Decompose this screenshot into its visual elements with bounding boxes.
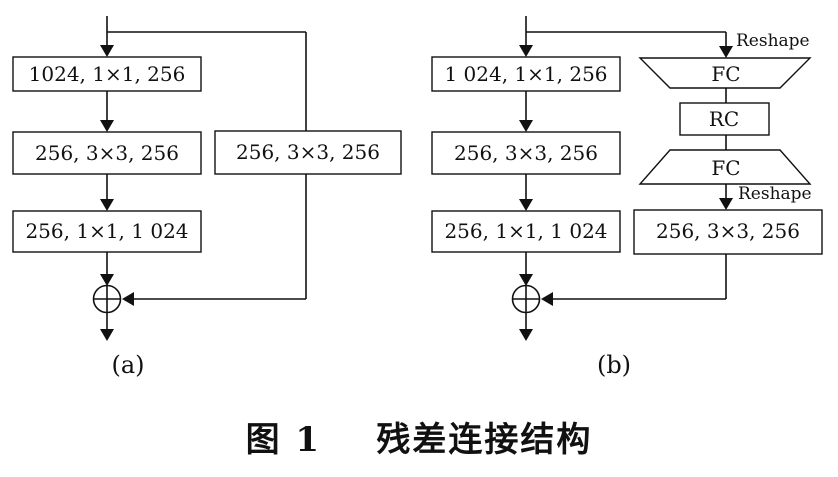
a-arrow-into-adder [100, 274, 114, 286]
b-adder-symbol [511, 284, 541, 314]
b-conv-box [633, 209, 823, 255]
a-adder-symbol [92, 284, 122, 314]
a-block1-box [12, 56, 202, 92]
diagram-b: 1 024, 1×1, 256 256, 3×3, 256 256, 1×1, … [431, 16, 823, 379]
b-reshape-bottom-label: Reshape [738, 184, 812, 204]
a-shortcut-box [214, 130, 402, 175]
b-block2-box [431, 131, 621, 175]
b-arrow-into-conv [719, 198, 733, 210]
a-arrow-into-block2 [100, 120, 114, 132]
b-block2-label: 256, 3×3, 256 [454, 141, 598, 165]
b-conv-label: 256, 3×3, 256 [656, 219, 800, 243]
a-block3-label: 256, 1×1, 1 024 [25, 219, 188, 243]
diagram-a: 1024, 1×1, 256 256, 3×3, 256 256, 1×1, 1… [12, 16, 402, 379]
a-subfigure-label: (a) [111, 351, 144, 379]
a-block3-box [12, 210, 202, 253]
b-rc-label: RC [709, 107, 739, 131]
diagram-b-edges [519, 16, 733, 341]
a-block2-label: 256, 3×3, 256 [35, 141, 179, 165]
b-fc-top-trapezoid [638, 57, 812, 89]
b-block3-box [431, 210, 621, 253]
b-output-arrow [519, 329, 533, 341]
b-subfigure-label: (b) [597, 351, 631, 379]
b-block3-label: 256, 1×1, 1 024 [444, 219, 607, 243]
diagram-a-edges [100, 16, 307, 341]
a-block2-box [12, 131, 202, 175]
a-arrow-into-block3 [100, 199, 114, 211]
b-fc-top-label: FC [711, 62, 740, 86]
b-block1-box [431, 56, 621, 92]
a-arrow-into-adder-side [122, 292, 134, 306]
a-arrow-into-block1 [100, 45, 114, 57]
b-reshape-top-label: Reshape [736, 31, 810, 51]
b-arrow-into-fc-top [719, 46, 733, 58]
b-arrow-into-block1 [519, 45, 533, 57]
a-block1-label: 1024, 1×1, 256 [29, 62, 186, 86]
figure-caption: 图 1 残差连接结构 [246, 420, 593, 460]
a-shortcut-label: 256, 3×3, 256 [236, 140, 380, 164]
b-rc-box [679, 102, 770, 136]
b-block1-label: 1 024, 1×1, 256 [444, 62, 607, 86]
b-fc-bottom-trapezoid [638, 149, 812, 185]
b-arrow-into-adder-side [541, 292, 553, 306]
a-output-arrow [100, 329, 114, 341]
b-arrow-into-block3 [519, 199, 533, 211]
b-arrow-into-block2 [519, 120, 533, 132]
b-arrow-into-adder [519, 274, 533, 286]
b-fc-bottom-label: FC [711, 156, 740, 180]
